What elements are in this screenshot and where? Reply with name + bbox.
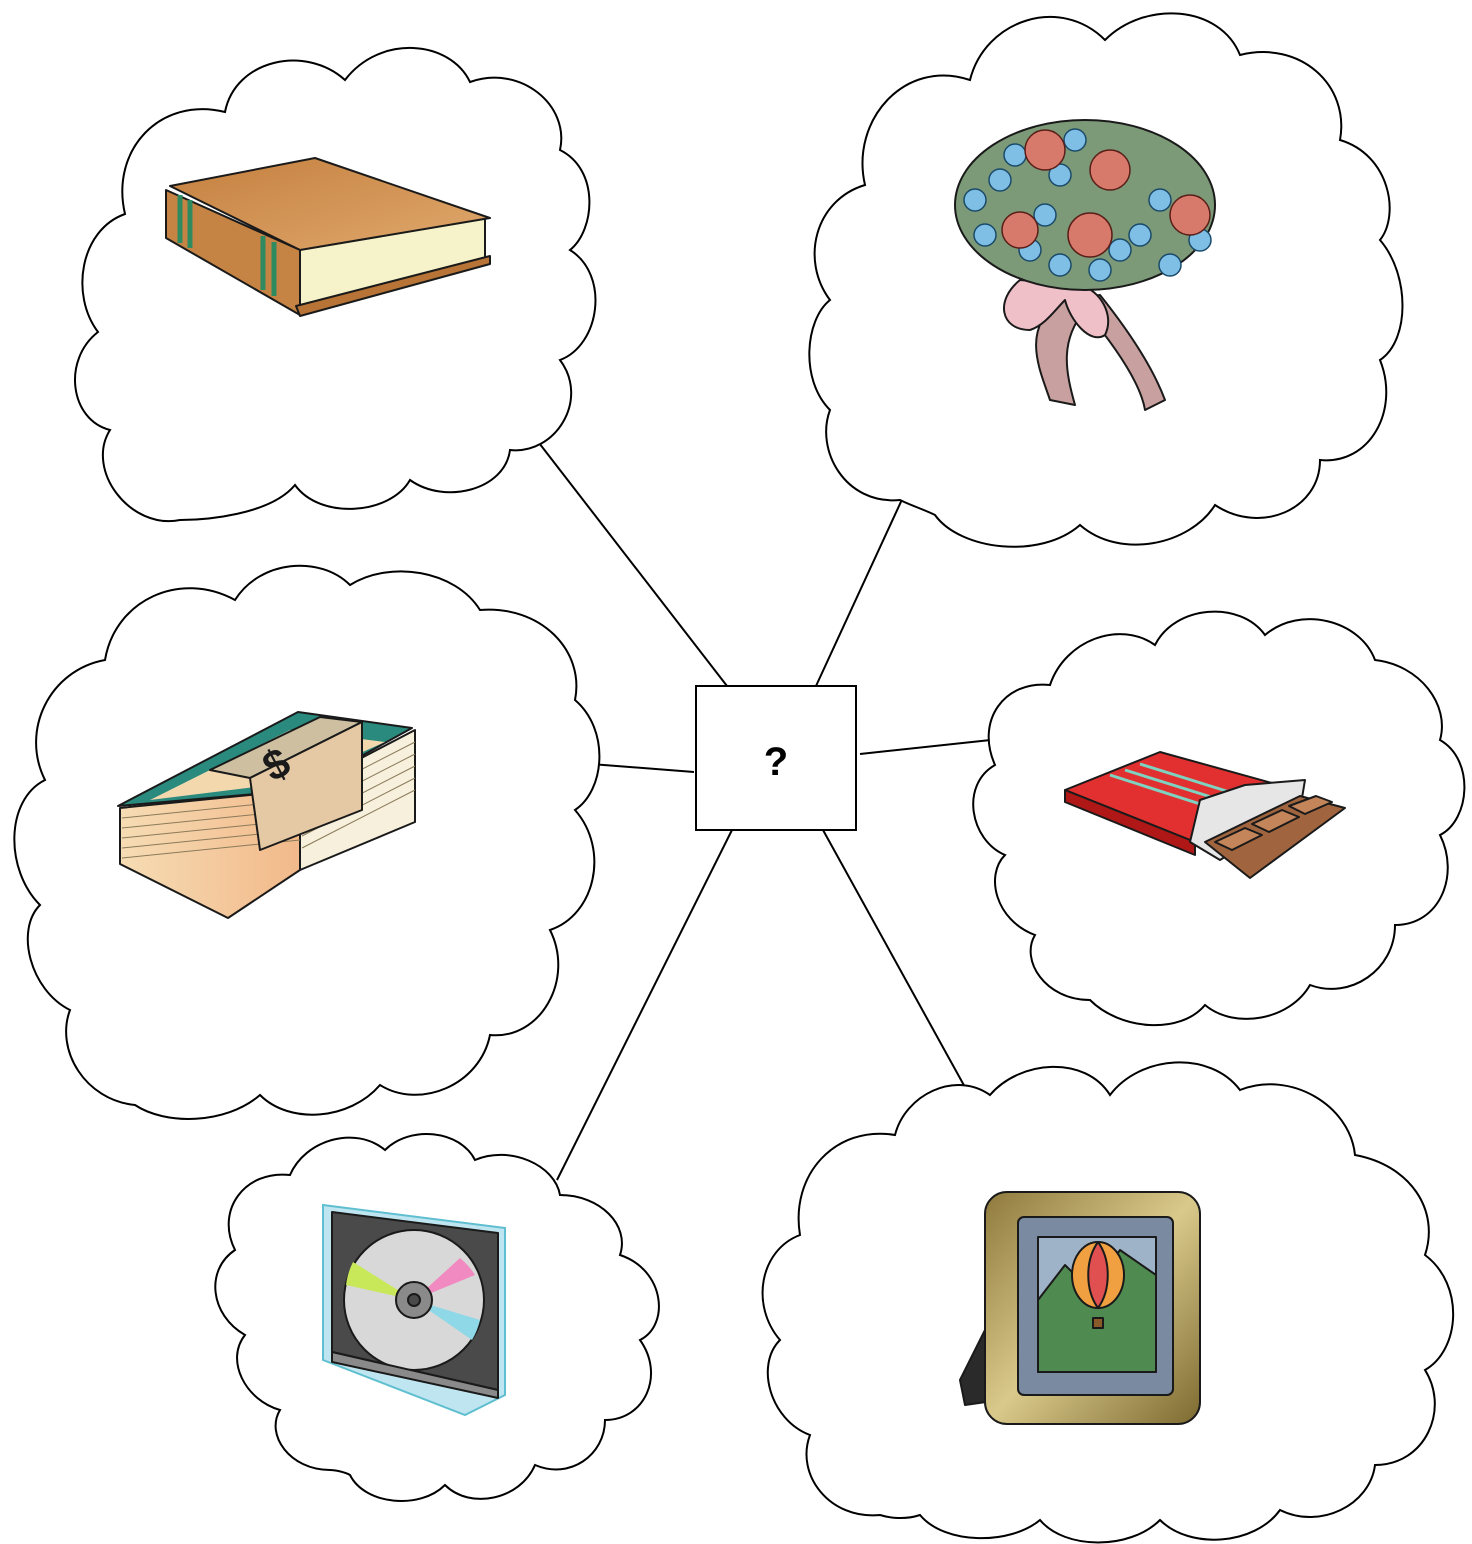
cd-hole bbox=[407, 1293, 421, 1307]
chocolate-squares bbox=[1214, 795, 1333, 851]
connector-flowers bbox=[815, 492, 906, 687]
center-node: ? bbox=[695, 685, 857, 831]
cd-case-icon bbox=[322, 1203, 506, 1417]
connector-frame bbox=[822, 829, 983, 1119]
center-box bbox=[695, 685, 857, 831]
cd-case-hinge bbox=[331, 1351, 499, 1399]
roses bbox=[1001, 129, 1211, 258]
chocolate-block bbox=[1204, 795, 1346, 879]
cd-rainbow-1 bbox=[346, 1262, 414, 1300]
chocolate-wrapper-side bbox=[1064, 789, 1196, 856]
picture-frame-icon bbox=[959, 1191, 1201, 1425]
book-icon bbox=[165, 157, 491, 317]
connector-book bbox=[511, 407, 728, 687]
money-band-front bbox=[249, 721, 363, 851]
balloon-stripe bbox=[1087, 1241, 1109, 1309]
connector-cd bbox=[556, 829, 733, 1181]
money-stack-icon: $ bbox=[117, 711, 416, 919]
flower-bouquet-icon bbox=[954, 119, 1216, 411]
ribbon-bow bbox=[1003, 279, 1110, 339]
connector-chocolate bbox=[859, 738, 1001, 755]
book-back-cover bbox=[295, 255, 491, 317]
cd-rainbow-3 bbox=[414, 1300, 480, 1340]
center-question-mark: ? bbox=[764, 740, 788, 784]
chocolate-bar-icon bbox=[1064, 751, 1346, 879]
picture-mountain bbox=[1037, 1249, 1157, 1373]
forget-me-nots bbox=[963, 128, 1212, 282]
book-cover-top bbox=[169, 157, 491, 251]
balloon-basket bbox=[1092, 1317, 1104, 1329]
